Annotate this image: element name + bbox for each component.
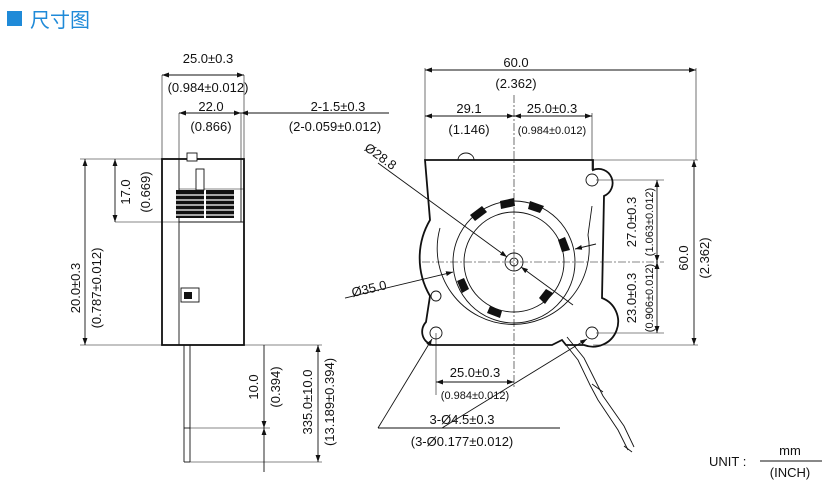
dim-front-upper-in: (1.063±0.012) [644, 188, 656, 256]
dim-side-outlet-mm: 17.0 [118, 179, 133, 204]
dim-front-bottom-mm: 25.0±0.3 [450, 365, 501, 380]
dim-front-height-mm: 60.0 [676, 245, 691, 270]
dim-front-lower-in: (0.906±0.012) [644, 264, 656, 332]
dim-front-left-mm: 29.1 [456, 101, 481, 116]
dim-side-width-mm: 25.0±0.3 [183, 51, 234, 66]
front-housing-outline [418, 159, 620, 348]
dim-side-outlet-in: (0.669) [138, 171, 153, 212]
dim-front-lower-mm: 23.0±0.3 [624, 273, 639, 324]
dim-side-body-mm: 22.0 [198, 99, 223, 114]
unit-top: mm [779, 443, 801, 458]
dim-front-width-mm: 60.0 [503, 55, 528, 70]
square-bullet-icon [7, 10, 22, 26]
dim-impeller-diameter: Ø35.0 [350, 277, 388, 300]
dim-lead-strip-in: (0.394) [268, 366, 283, 407]
side-view: 25.0±0.3 (0.984±0.012) 22.0 (0.866) 2-1.… [68, 51, 389, 472]
impeller-blades [457, 198, 570, 318]
dim-front-left-in: (1.146) [448, 122, 489, 137]
unit-legend: UNIT : mm (INCH) [709, 443, 822, 480]
section-header: 尺寸图 [7, 6, 90, 32]
dim-front-height-in: (2.362) [697, 237, 712, 278]
dim-side-height-in: (0.787±0.012) [89, 248, 104, 329]
dim-front-bottom-in: (0.984±0.012) [441, 390, 509, 402]
dim-front-width-in: (2.362) [495, 76, 536, 91]
lead-wire-harness [561, 339, 629, 451]
dim-mount-holes-mm: 3-Ø4.5±0.3 [430, 412, 495, 427]
unit-bottom: (INCH) [770, 465, 810, 480]
unit-label: UNIT : [709, 454, 746, 469]
front-view: 60.0 (2.362) 29.1 (1.146) 25.0±0.3 (0.98… [344, 55, 712, 453]
dim-mount-holes-in: (3-Ø0.177±0.012) [411, 434, 514, 449]
dim-lead-length-in: (13.189±0.394) [322, 358, 337, 446]
dim-side-flange-mm: 2-1.5±0.3 [311, 99, 366, 114]
dim-lead-strip-mm: 10.0 [246, 374, 261, 399]
dim-side-width-in: (0.984±0.012) [168, 80, 249, 95]
section-title: 尺寸图 [30, 7, 90, 32]
dim-side-body-in: (0.866) [190, 119, 231, 134]
dim-front-right-mm: 25.0±0.3 [527, 101, 578, 116]
dim-hub-diameter: Ø28.8 [362, 140, 399, 173]
dim-lead-length-mm: 335.0±10.0 [300, 370, 315, 435]
dim-side-flange-in: (2-0.059±0.012) [289, 119, 381, 134]
dim-front-right-in: (0.984±0.012) [518, 125, 586, 137]
dim-side-height-mm: 20.0±0.3 [68, 263, 83, 314]
outlet-vanes [176, 168, 234, 218]
dim-front-upper-mm: 27.0±0.3 [624, 197, 639, 248]
